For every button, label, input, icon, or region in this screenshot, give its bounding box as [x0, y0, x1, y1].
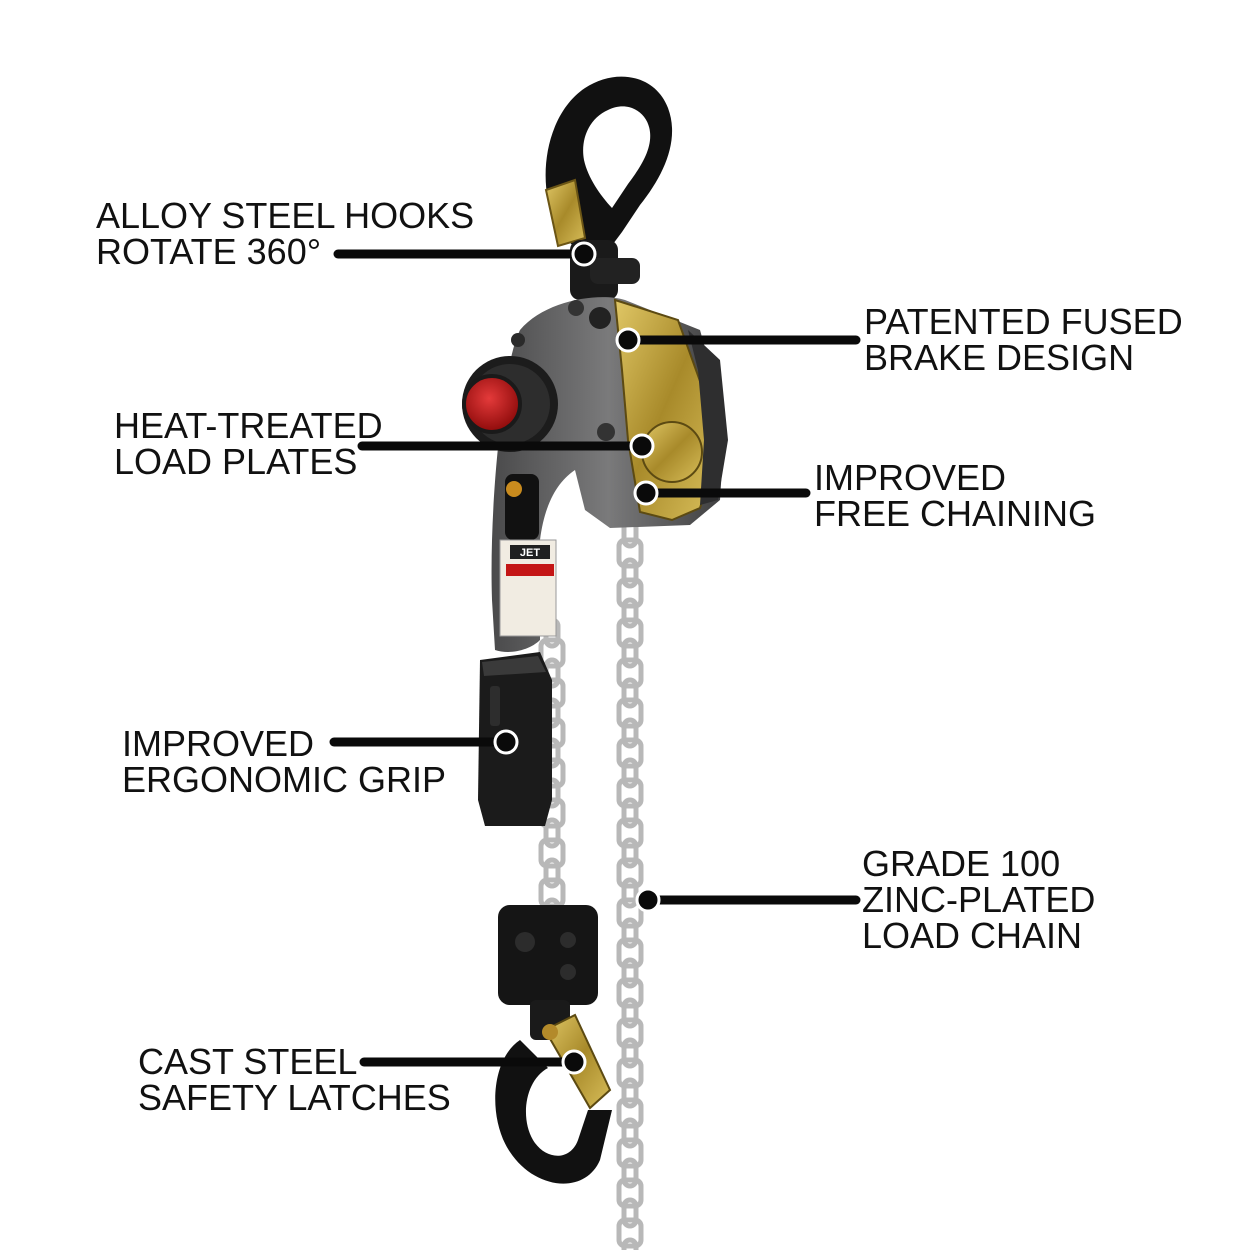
leader-chain-dot	[635, 887, 661, 913]
label-grade-100-load-chain: GRADE 100 ZINC-PLATED LOAD CHAIN	[862, 843, 1096, 956]
chain-link	[616, 1097, 644, 1129]
chain-link	[616, 1217, 644, 1249]
label-cast-steel-safety-latches: CAST STEEL SAFETY LATCHES	[138, 1041, 451, 1118]
hoist-body: JET	[462, 297, 728, 652]
chain-link	[616, 777, 644, 809]
chain-link	[616, 1177, 644, 1209]
chain-link	[621, 917, 639, 949]
bottom-block	[498, 905, 598, 1040]
load-chain	[616, 517, 644, 1255]
chain-link	[616, 937, 644, 969]
chain-link	[621, 837, 639, 869]
label-alloy-steel-hooks: ALLOY STEEL HOOKS ROTATE 360°	[96, 195, 475, 272]
chain-link	[621, 877, 639, 909]
label-improved-ergonomic-grip: IMPROVED ERGONOMIC GRIP	[122, 723, 447, 800]
chain-link	[621, 957, 639, 989]
top-hook	[544, 76, 673, 300]
chain-link	[621, 1117, 639, 1149]
chain-link	[621, 1197, 639, 1229]
leader-chaining-dot	[633, 480, 659, 506]
chain-link	[621, 677, 639, 709]
chain-link	[621, 717, 639, 749]
chain-link	[616, 817, 644, 849]
chain-link	[616, 977, 644, 1009]
leader-plates-dot	[629, 433, 655, 459]
chain-link	[621, 597, 639, 629]
label-heat-treated-load-plates: HEAT-TREATED LOAD PLATES	[114, 405, 383, 482]
chain-link	[616, 577, 644, 609]
chain-link	[616, 697, 644, 729]
leader-lines	[329, 241, 861, 1075]
chain-link	[621, 637, 639, 669]
chain-link	[621, 757, 639, 789]
leader-latches-dot	[561, 1049, 587, 1075]
label-patented-fused-brake: PATENTED FUSED BRAKE DESIGN	[864, 301, 1183, 378]
chain-link	[621, 557, 639, 589]
chain-link	[616, 857, 644, 889]
chain-link	[543, 817, 561, 849]
chain-link	[621, 1157, 639, 1189]
chain-link	[616, 537, 644, 569]
leader-grip-dot	[493, 729, 519, 755]
bottom-hook	[495, 1013, 612, 1184]
chain-link	[616, 1137, 644, 1169]
chain-link	[621, 797, 639, 829]
leader-hooks-dot	[571, 241, 597, 267]
chain-link	[616, 1017, 644, 1049]
leader-brake-dot	[615, 327, 641, 353]
chain-link	[616, 897, 644, 929]
chain-link	[621, 1077, 639, 1109]
chain-link	[621, 1037, 639, 1069]
chain-link	[538, 837, 566, 869]
chain-link	[621, 997, 639, 1029]
label-improved-free-chaining: IMPROVED FREE CHAINING	[814, 457, 1097, 534]
chain-link	[616, 737, 644, 769]
chain-link	[616, 1057, 644, 1089]
chain-link	[616, 657, 644, 689]
chain-link	[616, 617, 644, 649]
brand-plate-text: JET	[520, 547, 540, 559]
chain-link	[543, 857, 561, 889]
chain-link	[538, 637, 566, 669]
